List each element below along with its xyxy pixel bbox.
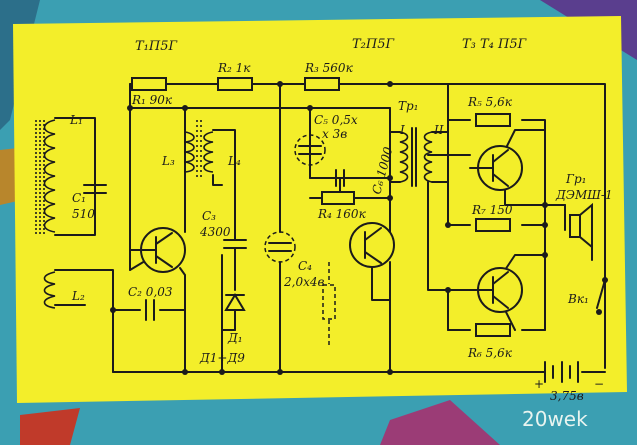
label-r4: R₄ 160к <box>317 207 367 221</box>
coil-l2 <box>43 271 56 309</box>
label-r5: R₅ 5,6к <box>467 95 513 109</box>
label-r6: R₆ 5,6к <box>467 346 513 360</box>
transistor-t3 <box>469 145 523 191</box>
label-battery-voltage: 3,75в <box>550 389 584 403</box>
capacitor-c3 <box>223 239 247 291</box>
label-r1: R₁ 90к <box>131 93 173 107</box>
coil-l4 <box>203 131 214 173</box>
label-l1: L₁ <box>69 113 83 127</box>
speaker-gr1 <box>569 202 593 250</box>
battery <box>544 361 579 383</box>
resistor-r7 <box>475 218 511 232</box>
wiring <box>54 83 606 373</box>
label-tp1: Tp₁ <box>398 99 419 113</box>
label-battery-minus: − <box>594 377 604 391</box>
label-c3-value: 4300 <box>199 225 231 239</box>
label-c3: C₃ <box>202 209 216 223</box>
header-t2: T₂П5Г <box>352 37 394 52</box>
label-c1: C₁ <box>72 191 86 205</box>
diode-d1 <box>221 293 246 331</box>
capacitor-c6 <box>335 169 345 187</box>
optional-resistor-dashed <box>322 284 336 320</box>
label-d1-type: Д1÷Д9 <box>199 351 245 365</box>
header-t1: T₁П5Г <box>135 39 177 54</box>
capacitor-c2 <box>145 299 155 321</box>
label-vk1: Вк₁ <box>567 292 589 306</box>
transformer-tp1 <box>399 127 433 187</box>
capacitor-c5 <box>294 134 326 166</box>
watermark: 20wek <box>522 407 588 431</box>
label-c1-value: 510 <box>72 207 95 221</box>
corner-shape-purple <box>380 400 500 445</box>
label-gr1: Гр₁ <box>565 172 586 186</box>
resistor-r2 <box>217 77 253 91</box>
resistor-r6 <box>475 323 511 337</box>
label-c4-value: 2,0х4в <box>283 275 324 289</box>
label-winding-ii: II <box>433 123 444 137</box>
coil-l1 <box>35 119 56 235</box>
capacitor-c4 <box>264 231 296 263</box>
switch-vk1 <box>596 277 608 315</box>
transistor-t2 <box>349 222 395 268</box>
resistor-r5 <box>475 113 511 127</box>
label-d1: Д₁ <box>227 331 243 345</box>
label-gr1-type: ДЭМШ-1 <box>555 188 613 202</box>
label-l4: L₄ <box>227 154 241 168</box>
label-c5-value: х 3в <box>322 127 347 141</box>
label-r2: R₂ 1к <box>217 61 251 75</box>
label-c5: C₅ 0,5х <box>314 113 358 127</box>
junction-dots <box>110 81 548 375</box>
label-r7: R₇ 150 <box>471 203 513 217</box>
label-c4: C₄ <box>298 259 312 273</box>
schematic-panel <box>13 16 627 403</box>
transistor-t4 <box>469 267 523 313</box>
label-battery-plus: + <box>534 377 544 391</box>
label-r3: R₃ 560к <box>304 61 354 75</box>
resistor-r3 <box>304 77 340 91</box>
coil-l3 <box>184 131 195 173</box>
label-l3: L₃ <box>161 154 175 168</box>
label-l2: L₂ <box>71 289 85 303</box>
resistor-r1 <box>131 77 167 91</box>
resistor-r4 <box>321 191 355 205</box>
transistor-t1 <box>129 227 186 273</box>
capacitor-c1 <box>83 184 107 194</box>
label-winding-i: I <box>399 123 405 137</box>
corner-shape-red <box>20 408 80 445</box>
header-t34: T₃ T₄ П5Г <box>462 37 527 52</box>
label-c2: C₂ 0,03 <box>128 285 173 299</box>
